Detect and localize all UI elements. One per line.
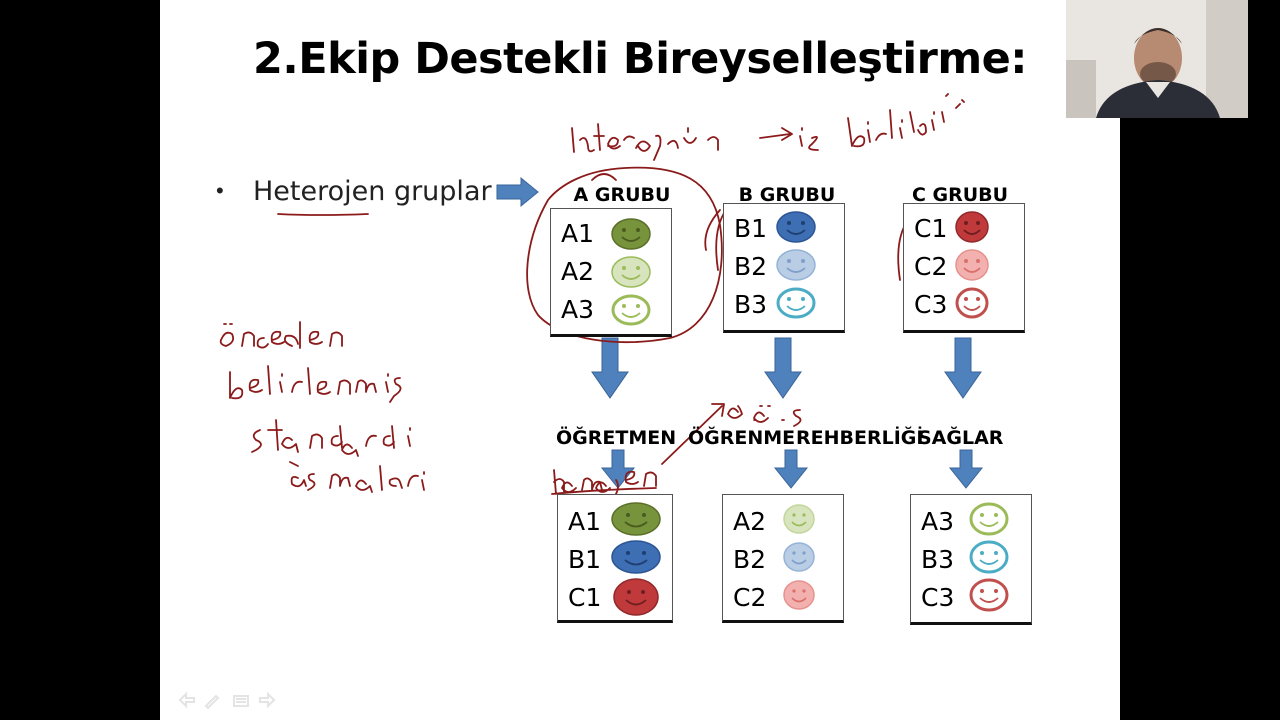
- pen-icon[interactable]: [204, 694, 220, 710]
- middle-text-rehberligi: REHBERLİĞİ: [796, 427, 924, 449]
- bottom-group-box-1: A1 B1 C1: [557, 494, 673, 623]
- prev-slide-icon[interactable]: [178, 691, 195, 709]
- row-label: B1: [734, 214, 768, 243]
- outline-blue-smiley-icon: [776, 287, 816, 319]
- pink-smiley-icon: [955, 249, 989, 281]
- row-label: A1: [568, 507, 602, 536]
- right-arrow-icon: [496, 176, 539, 208]
- diagram-arrows: [219, 93, 1015, 503]
- row-label: A3: [561, 295, 595, 324]
- outline-blue-smiley-icon: [969, 540, 1009, 574]
- down-arrow-c-icon: [944, 337, 982, 399]
- row-label: A3: [921, 507, 955, 536]
- group-box-c: C1 C2 C3: [903, 203, 1025, 333]
- row-label: A2: [733, 507, 767, 536]
- group-label-b: B GRUBU: [738, 184, 836, 206]
- row-label: B1: [568, 545, 602, 574]
- bottom-group-box-2: A2 B2 C2: [722, 494, 844, 623]
- light-blue-smiley-icon: [783, 542, 815, 572]
- row-label: A1: [561, 219, 595, 248]
- bullet-heterojen-gruplar: Heterojen gruplar: [253, 176, 492, 207]
- menu-icon[interactable]: [233, 695, 249, 707]
- bottom-group-box-3: A3 B3 C3: [910, 494, 1032, 625]
- green-smiley-icon: [611, 218, 651, 250]
- row-label: A2: [561, 257, 595, 286]
- presenter-webcam-icon: [1066, 0, 1248, 118]
- group-box-b: B1 B2 B3: [723, 203, 845, 333]
- light-green-smiley-icon: [783, 504, 815, 534]
- blue-smiley-icon: [776, 211, 816, 243]
- row-label: C2: [733, 583, 767, 612]
- outline-green-smiley-icon: [611, 294, 651, 326]
- presenter-webcam: [1066, 0, 1248, 118]
- row-label: B3: [921, 545, 955, 574]
- light-blue-smiley-icon: [776, 249, 816, 281]
- pink-smiley-icon: [783, 580, 815, 610]
- row-label: C1: [568, 583, 602, 612]
- slideshow-nav: [178, 691, 276, 710]
- group-box-a: A1 A2 A3: [550, 208, 672, 337]
- middle-text-ogrenme: ÖĞRENME: [688, 427, 796, 449]
- middle-text-saglar: SAĞLAR: [918, 427, 1004, 449]
- small-down-arrow-b-icon: [773, 449, 809, 489]
- row-label: B3: [734, 290, 768, 319]
- row-label: C2: [914, 252, 948, 281]
- slide: 2.Ekip Destekli Bireyselleştirme: • Hete…: [160, 0, 1120, 720]
- row-label: B2: [733, 545, 767, 574]
- slide-title: 2.Ekip Destekli Bireyselleştirme:: [252, 34, 1028, 84]
- light-green-smiley-icon: [611, 256, 651, 288]
- row-label: C3: [921, 583, 955, 612]
- outline-green-smiley-icon: [969, 502, 1009, 536]
- middle-text-ogretmen: ÖĞRETMEN: [556, 427, 677, 449]
- red-smiley-icon: [955, 211, 989, 243]
- outline-red-smiley-icon: [969, 578, 1009, 612]
- blue-smiley-icon: [611, 540, 661, 574]
- small-down-arrow-c-icon: [948, 449, 984, 489]
- row-label: C1: [914, 214, 948, 243]
- green-smiley-icon: [611, 502, 661, 536]
- down-arrow-a-icon: [591, 337, 629, 399]
- down-arrow-b-icon: [764, 337, 802, 399]
- row-label: B2: [734, 252, 768, 281]
- outline-red-smiley-icon: [955, 287, 989, 319]
- next-slide-icon[interactable]: [259, 691, 276, 709]
- row-label: C3: [914, 290, 948, 319]
- group-label-a: A GRUBU: [573, 184, 671, 206]
- bullet-icon: •: [216, 178, 224, 203]
- red-smiley-icon: [613, 578, 659, 616]
- group-label-c: C GRUBU: [911, 184, 1009, 206]
